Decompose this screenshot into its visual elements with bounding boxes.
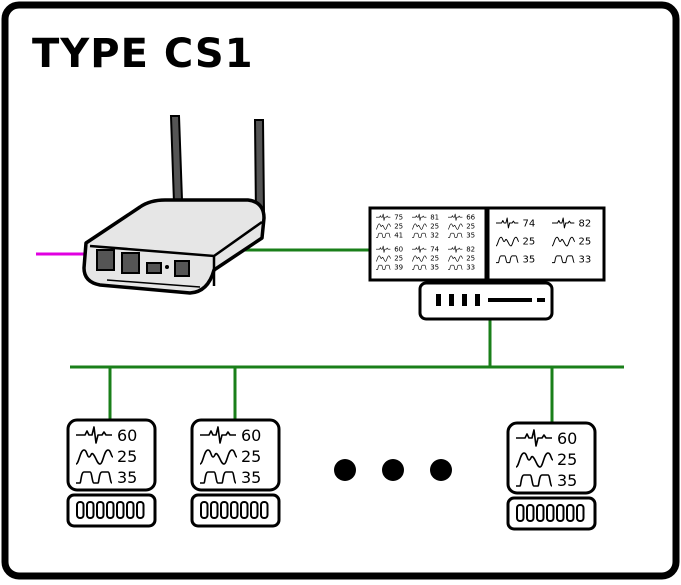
bedside-hr-value: 60 xyxy=(557,429,577,448)
tile-spo2-value: 25 xyxy=(466,223,475,231)
tile-resp-value: 35 xyxy=(523,255,536,266)
tile-hr-value: 81 xyxy=(430,214,439,222)
bedside-key xyxy=(220,501,229,519)
tile-spo2-value: 25 xyxy=(523,237,536,248)
tile-hr-value: 74 xyxy=(430,246,439,254)
bedside-key xyxy=(566,504,575,522)
gateway-router xyxy=(82,115,266,295)
tile-spo2-value: 25 xyxy=(430,255,439,263)
bedside-resp-value: 35 xyxy=(241,468,261,487)
tile-resp-value: 33 xyxy=(466,264,475,272)
router-port-2 xyxy=(121,252,140,274)
bedside-resp-value: 35 xyxy=(557,471,577,490)
central-tile: 74 25 35 xyxy=(495,217,536,266)
tile-hr-value: 82 xyxy=(579,219,592,230)
bedside-key xyxy=(576,504,585,522)
bedside-key xyxy=(126,501,135,519)
tile-spo2-value: 25 xyxy=(430,223,439,231)
tile-resp-value: 35 xyxy=(466,232,475,240)
tile-hr-value: 82 xyxy=(466,246,475,254)
bedside-key xyxy=(556,504,565,522)
tile-resp-value: 32 xyxy=(430,232,439,240)
bedside-key xyxy=(210,501,219,519)
bedside-key xyxy=(96,501,105,519)
tile-hr-value: 74 xyxy=(523,219,536,230)
bedside-key xyxy=(230,501,239,519)
bedside-key xyxy=(250,501,259,519)
bedside-key xyxy=(200,501,209,519)
bedside-key xyxy=(536,504,545,522)
bedside-key xyxy=(86,501,95,519)
ellipsis-dot xyxy=(334,459,356,481)
bedside-key xyxy=(526,504,535,522)
bedside-key xyxy=(546,504,555,522)
tile-hr-value: 75 xyxy=(394,214,403,222)
bedside-key xyxy=(76,501,85,519)
router-led xyxy=(165,265,169,269)
bedside-key xyxy=(116,501,125,519)
bedside-monitor: 60 25 35 xyxy=(506,421,597,531)
bedside-monitor: 60 25 35 xyxy=(190,418,281,528)
tile-hr-value: 66 xyxy=(466,214,475,222)
ellipsis-dot xyxy=(430,459,452,481)
central-base-unit xyxy=(418,281,554,321)
bedside-key xyxy=(240,501,249,519)
bedside-spo2-value: 25 xyxy=(557,450,577,469)
network-lines xyxy=(36,248,624,424)
tile-resp-value: 35 xyxy=(430,264,439,272)
bedside-resp-value: 35 xyxy=(117,468,137,487)
router-port-4 xyxy=(174,260,190,277)
router-port-1 xyxy=(96,249,115,271)
tile-spo2-value: 25 xyxy=(466,255,475,263)
tile-resp-value: 33 xyxy=(579,255,592,266)
tile-spo2-value: 25 xyxy=(394,255,403,263)
bedside-monitor: 60 25 35 xyxy=(66,418,157,528)
bedside-key xyxy=(516,504,525,522)
bedside-monitors: 60 25 35 60 25 35 60 25 35 xyxy=(66,418,597,531)
diagram-title: TYPE CS1 xyxy=(32,31,254,77)
ellipsis-dot xyxy=(382,459,404,481)
tile-spo2-value: 25 xyxy=(394,223,403,231)
antenna-left xyxy=(169,115,184,205)
tile-spo2-value: 25 xyxy=(579,237,592,248)
bedside-hr-value: 60 xyxy=(117,426,137,445)
ellipsis-dots xyxy=(334,459,452,481)
tile-hr-value: 60 xyxy=(394,246,403,254)
bedside-key xyxy=(106,501,115,519)
bedside-spo2-value: 25 xyxy=(117,447,137,466)
bedside-hr-value: 60 xyxy=(241,426,261,445)
central-right-screen: 74 25 35 82 25 33 xyxy=(486,206,606,282)
tile-resp-value: 39 xyxy=(394,264,403,272)
bedside-spo2-value: 25 xyxy=(241,447,261,466)
router-port-3 xyxy=(146,262,162,274)
bedside-key xyxy=(136,501,145,519)
bedside-key xyxy=(260,501,269,519)
central-tile: 82 25 33 xyxy=(551,217,592,266)
tile-resp-value: 41 xyxy=(394,232,403,240)
